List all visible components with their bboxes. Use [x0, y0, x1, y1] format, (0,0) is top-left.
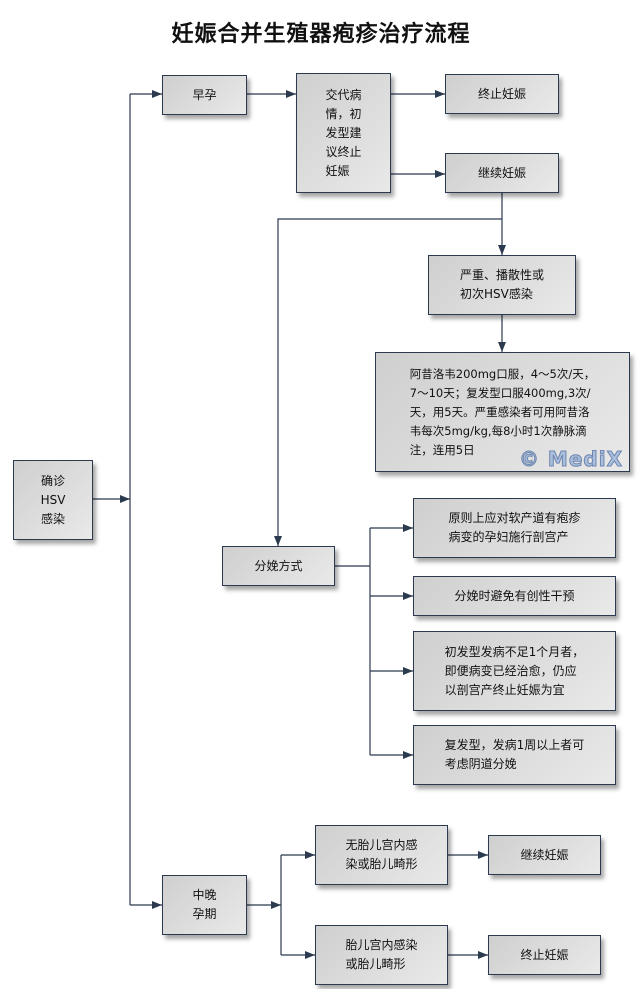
node-fetal-infection-label: 胎儿宫内感染 或胎儿畸形: [345, 938, 418, 971]
node-no-fetal-infection: 无胎儿宫内感 染或胎儿畸形: [315, 825, 448, 885]
node-delivery-option-1-label: 原则上应对软产道有疱疹 病变的孕妇施行剖宫产: [448, 511, 581, 544]
node-delivery-option-4-label: 复发型，发病1周以上者可 考虑阴道分娩: [444, 738, 585, 771]
node-continue-late-label: 继续妊娠: [520, 847, 569, 862]
node-explain-condition-label: 交代病 情，初 发型建 议终止 妊娠: [325, 87, 362, 178]
node-no-fetal-infection-label: 无胎儿宫内感 染或胎儿畸形: [345, 838, 418, 871]
node-early-pregnancy-label: 早孕: [192, 87, 217, 102]
node-delivery-option-4: 复发型，发病1周以上者可 考虑阴道分娩: [413, 725, 616, 785]
node-terminate-early-label: 终止妊娠: [477, 86, 526, 101]
node-terminate-early: 终止妊娠: [445, 74, 559, 114]
node-terminate-late: 终止妊娠: [488, 935, 601, 975]
node-diagnosis-label: 确诊 HSV 感染: [40, 473, 66, 526]
node-acyclovir-regimen: 阿昔洛韦200mg口服，4～5次/天， 7～10天；复发型口服400mg,3次/…: [375, 352, 630, 472]
node-diagnosis: 确诊 HSV 感染: [13, 460, 93, 540]
node-delivery-option-3-label: 初发型发病不足1个月者， 即便病变已经治愈，仍应 以剖宫产终止妊娠为宜: [444, 644, 585, 697]
node-explain-condition: 交代病 情，初 发型建 议终止 妊娠: [296, 73, 391, 193]
node-delivery-option-2-label: 分娩时避免有创性干预: [454, 588, 575, 603]
node-delivery-option-2: 分娩时避免有创性干预: [413, 576, 616, 616]
node-delivery-method-label: 分娩方式: [254, 558, 303, 573]
node-delivery-method: 分娩方式: [222, 546, 335, 586]
node-mid-late-pregnancy: 中晚 孕期: [162, 875, 247, 935]
node-continue-early-label: 继续妊娠: [477, 165, 526, 180]
connector-continue-delivery: [274, 218, 502, 546]
node-continue-early: 继续妊娠: [445, 153, 559, 193]
node-severe-infection: 严重、播散性或 初次HSV感染: [428, 255, 576, 315]
node-mid-late-pregnancy-label: 中晚 孕期: [192, 888, 217, 921]
node-delivery-option-3: 初发型发病不足1个月者， 即便病变已经治愈，仍应 以剖宫产终止妊娠为宜: [413, 631, 616, 711]
node-terminate-late-label: 终止妊娠: [520, 947, 569, 962]
medix-watermark: © MediX: [518, 447, 623, 471]
node-acyclovir-regimen-label: 阿昔洛韦200mg口服，4～5次/天， 7～10天；复发型口服400mg,3次/…: [409, 366, 596, 457]
page-title: 妊娠合并生殖器疱疹治疗流程: [171, 21, 471, 47]
node-early-pregnancy: 早孕: [162, 75, 247, 115]
node-delivery-option-1: 原则上应对软产道有疱疹 病变的孕妇施行剖宫产: [413, 498, 616, 558]
node-severe-infection-label: 严重、播散性或 初次HSV感染: [459, 268, 544, 301]
node-fetal-infection: 胎儿宫内感染 或胎儿畸形: [315, 925, 448, 985]
node-continue-late: 继续妊娠: [488, 835, 601, 875]
